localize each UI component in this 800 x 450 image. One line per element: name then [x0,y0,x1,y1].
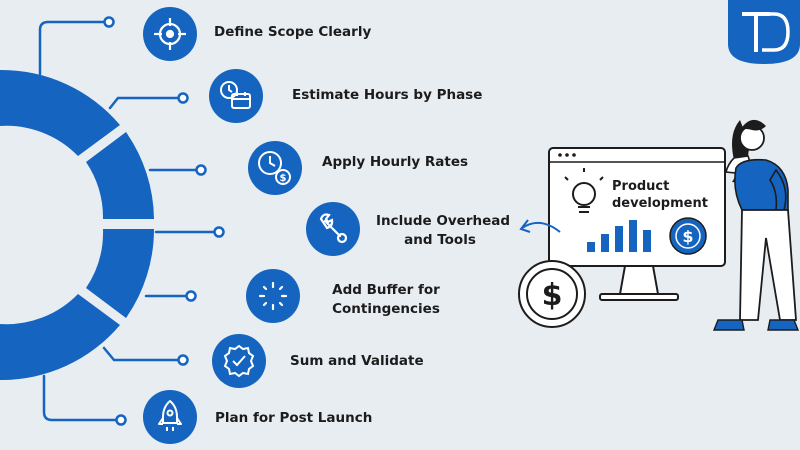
target-icon [154,18,186,50]
step-label-sum-validate: Sum and Validate [290,353,424,369]
step-label-post-launch: Plan for Post Launch [215,410,373,426]
connector-dot-2 [177,92,189,104]
connector-dot-3 [195,164,207,176]
lightbulb-icon [564,168,604,213]
wheel-segment-3 [86,229,155,318]
step-label-overhead-line2: and Tools [404,232,476,248]
connector-dot-5 [185,290,197,302]
step-label-buffer-line1: Add Buffer for [332,282,440,298]
connector-2 [108,96,182,110]
calendar-clock-icon [220,81,251,109]
connector-dot-4 [213,226,225,238]
connectors [38,20,218,422]
dollar-coin-icon: $ [669,217,707,255]
step-icon-3: $ [248,141,302,195]
step-icon-5 [246,269,300,323]
step-icon-7 [143,390,197,444]
monitor-title-line1: Product [612,179,670,194]
product-illustration: $ $ [518,119,800,331]
step-label-buffer-line2: Contingencies [332,301,440,317]
step-label-estimate-hours: Estimate Hours by Phase [292,87,483,103]
svg-text:$: $ [682,227,693,246]
loading-icon [258,281,288,311]
step-icon-1 [143,7,197,61]
curved-arrow-icon [519,219,561,233]
step-label-define-scope: Define Scope Clearly [214,24,372,40]
step-label-overhead-line1: Include Overhead [376,213,511,229]
large-dollar-coin-icon: $ [518,260,586,328]
connector-6 [102,346,182,362]
wrench-icon [319,213,348,244]
connector-dot-1 [103,16,115,28]
verified-badge-icon [223,344,255,378]
connector-dot-7 [115,414,127,426]
step-label-buffer: Add Buffer for Contingencies [330,281,442,319]
person-figure [712,119,800,331]
step-icon-4 [306,202,360,256]
wheel-segment-1 [0,69,120,156]
step-label-overhead-tools: Include Overhead and Tools [376,212,510,250]
svg-text:$: $ [542,278,563,313]
connector-7 [42,374,120,422]
step-icon-2 [209,69,263,123]
connector-dot-6 [177,354,189,366]
bar-chart-icon [587,220,651,252]
td-logo-icon [728,0,800,64]
connector-1 [38,20,108,76]
monitor-title: Product development [612,178,708,212]
clock-dollar-icon: $ [258,151,291,185]
connector-dots [103,16,225,426]
segmented-wheel [0,69,155,381]
wheel-segment-2 [86,132,154,219]
step-label-hourly-rates: Apply Hourly Rates [322,154,469,170]
rocket-icon [158,400,182,431]
svg-text:$: $ [280,173,287,184]
step-icon-6 [212,334,266,388]
monitor-title-line2: development [612,196,708,211]
wheel-segment-4 [0,294,120,381]
